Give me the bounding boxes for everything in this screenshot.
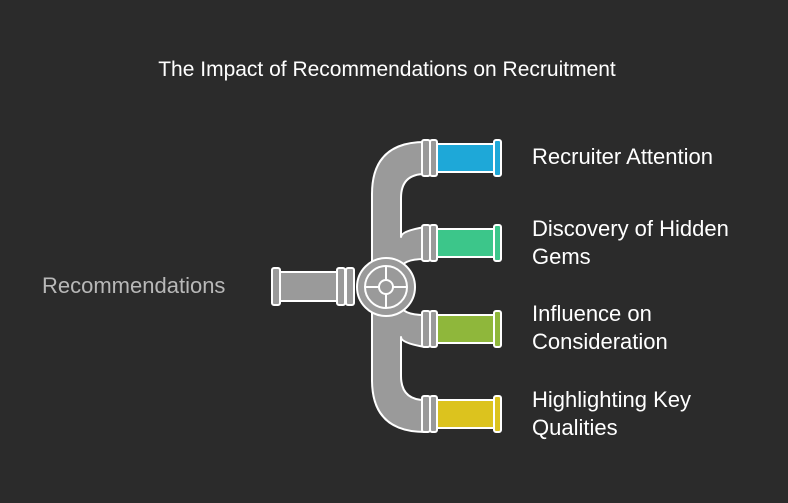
coupler — [429, 139, 438, 177]
inlet-flange — [271, 267, 281, 306]
output-label-line: Influence on — [532, 301, 652, 326]
inlet-pipe — [277, 271, 343, 302]
pipe-body — [436, 143, 496, 173]
output-pipes — [421, 139, 502, 433]
inlet-coupler-b — [345, 267, 355, 306]
coupler — [429, 395, 438, 433]
coupler — [421, 224, 431, 262]
coupler — [421, 139, 431, 177]
output-pipe-1 — [421, 139, 502, 177]
output-label-line: Recruiter Attention — [532, 144, 713, 169]
output-label-line: Qualities — [532, 415, 618, 440]
output-pipe-3 — [421, 310, 502, 348]
coupler — [429, 224, 438, 262]
pipe-flange — [493, 395, 502, 433]
output-label-1: Recruiter Attention — [532, 143, 782, 171]
inlet-coupler-a — [336, 267, 346, 306]
pipe-body — [436, 314, 496, 344]
pipe-body — [436, 228, 496, 258]
pipe-flange — [493, 139, 502, 177]
output-pipe-2 — [421, 224, 502, 262]
output-label-line: Highlighting Key — [532, 387, 691, 412]
output-label-line: Discovery of Hidden — [532, 216, 729, 241]
coupler — [421, 310, 431, 348]
coupler — [421, 395, 431, 433]
source-label: Recommendations — [42, 273, 226, 298]
output-label-3: Influence on Consideration — [532, 300, 782, 356]
pipe-body — [436, 399, 496, 429]
output-label-line: Gems — [532, 244, 591, 269]
page-title: The Impact of Recommendations on Recruit… — [158, 58, 616, 81]
valve-wheel-icon — [356, 257, 416, 317]
pipe-flange — [493, 310, 502, 348]
pipe-flange — [493, 224, 502, 262]
coupler — [429, 310, 438, 348]
output-pipe-4 — [421, 395, 502, 433]
output-label-line: Consideration — [532, 329, 668, 354]
